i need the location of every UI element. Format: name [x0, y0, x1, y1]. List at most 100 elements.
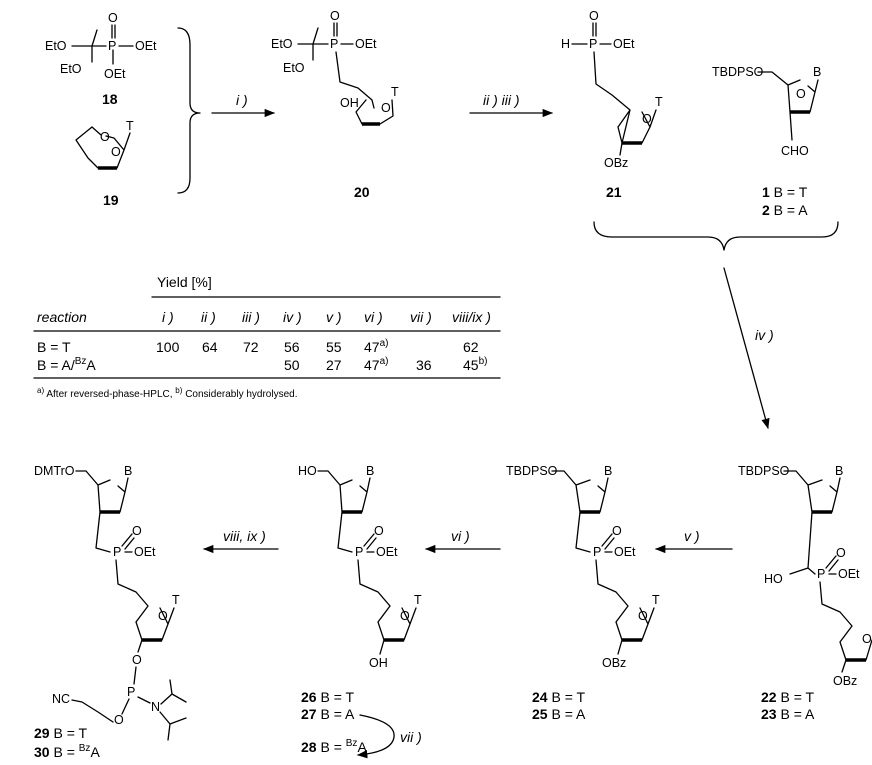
reaction-arrow [723, 267, 770, 430]
atom-eto: EtO [45, 39, 67, 53]
atom-oet: OEt [376, 545, 398, 559]
compound-label: 27 B = A [301, 706, 355, 722]
atom-b: B [366, 464, 374, 478]
compound-number: 21 [606, 184, 622, 200]
table-header-cell: reaction [37, 309, 87, 325]
atom-p: P [113, 545, 121, 559]
atom-oet: OEt [355, 37, 377, 51]
reaction-arrow [356, 714, 395, 759]
atom-b: B [604, 464, 612, 478]
atom-oet: OEt [104, 67, 126, 81]
compound-label: 22 B = T [761, 689, 815, 705]
table-cell: 72 [243, 339, 259, 355]
atom-o: O [589, 9, 599, 23]
reagent-label: iv ) [755, 327, 774, 343]
compound-label: 28 B = BzA [301, 738, 367, 755]
atom-t: T [126, 119, 134, 133]
atom-oet: OEt [614, 545, 636, 559]
atom-o: O [114, 713, 124, 727]
table-header-cell: ii ) [201, 309, 216, 325]
atom-nc: NC [52, 692, 70, 706]
atom-h: H [561, 37, 570, 51]
atom-o: O [111, 145, 121, 159]
atom-obz: OBz [604, 156, 628, 170]
atom-o: O [132, 524, 142, 538]
atom-obz: OBz [833, 674, 857, 688]
table-cell: 64 [202, 339, 218, 355]
atom-b: B [835, 464, 843, 478]
compound-19-structure: O O T [75, 119, 134, 170]
compound-26-27-structure: HO B P O OEt O T OH [298, 464, 422, 670]
compound-label: 1 B = T [762, 184, 808, 200]
table-header-cell: i ) [162, 309, 174, 325]
atom-eto: EtO [271, 37, 293, 51]
reagent-label: v ) [684, 528, 700, 544]
compound-22-23-structure: TBDPSO B HO P O OEt O OBz [738, 464, 872, 688]
atom-t: T [172, 593, 180, 607]
reagent-label: vii ) [400, 729, 422, 745]
atom-o: O [330, 9, 340, 23]
atom-o: O [612, 524, 622, 538]
compound-20-structure: EtO EtO P O OEt OH O T [271, 9, 399, 126]
compound-label: 24 B = T [532, 689, 586, 705]
compound-label: 23 B = A [761, 706, 815, 722]
table-cell: 47a) [364, 356, 388, 373]
atom-oh: OH [340, 96, 359, 110]
atom-n: N [151, 700, 160, 714]
atom-o: O [638, 609, 648, 623]
compound-label: 30 B = BzA [34, 743, 100, 760]
reagent-label: ii ) iii ) [483, 92, 520, 108]
table-cell: 56 [284, 339, 300, 355]
atom-t: T [652, 593, 660, 607]
atom-o: O [100, 130, 110, 144]
atom-o: O [132, 653, 142, 667]
compound-label: 26 B = T [301, 689, 355, 705]
compound-number: 18 [102, 91, 118, 107]
table-cell: 55 [326, 339, 342, 355]
atom-tbdpso: TBDPSO [738, 464, 790, 478]
table-header-cell: vi ) [364, 309, 383, 325]
atom-o: O [642, 112, 652, 126]
yield-table: Yield [%] reaction i ) ii ) iii ) iv ) v… [33, 274, 501, 400]
atom-o: O [108, 11, 118, 25]
table-cell: 47a) [364, 338, 388, 355]
atom-oet: OEt [135, 39, 157, 53]
table-cell: 45b) [463, 356, 487, 373]
atom-o: O [381, 101, 391, 115]
atom-o: O [862, 632, 872, 646]
atom-b: B [124, 464, 132, 478]
compound-label: 25 B = A [532, 706, 586, 722]
reagent-label: viii, ix ) [223, 528, 266, 544]
compound-29-30-structure: DMTrO B P O OEt O T O P N O NC [34, 464, 187, 741]
atom-p: P [817, 567, 825, 581]
atom-dmtro: DMTrO [34, 464, 75, 478]
table-cell: 27 [326, 357, 342, 373]
atom-tbdpso: TBDPSO [506, 464, 558, 478]
combining-brace [593, 221, 839, 251]
atom-p: P [593, 545, 601, 559]
atom-o: O [796, 87, 806, 101]
table-header-cell: iv ) [283, 309, 302, 325]
compound-number: 19 [103, 192, 119, 208]
atom-cho: CHO [781, 144, 809, 158]
table-header-cell: viii/ix ) [452, 309, 491, 325]
atom-t: T [414, 593, 422, 607]
table-header-cell: vii ) [410, 309, 432, 325]
atom-p: P [355, 545, 363, 559]
table-cell: 62 [463, 339, 479, 355]
table-header-cell: v ) [326, 309, 342, 325]
atom-ho: HO [764, 572, 783, 586]
compound-21-structure: H P O OEt O T OBz [561, 9, 663, 170]
compound-24-25-structure: TBDPSO B P O OEt O T OBz [506, 464, 660, 670]
atom-obz: OBz [602, 656, 626, 670]
atom-eto: EtO [283, 61, 305, 75]
table-footnote: a) After reversed-phase-HPLC, b) Conside… [37, 386, 297, 400]
atom-t: T [391, 85, 399, 99]
atom-oh: OH [369, 656, 388, 670]
reagent-label: i ) [236, 92, 248, 108]
compound-label: 29 B = T [34, 725, 88, 741]
atom-ho: HO [298, 464, 317, 478]
atom-o: O [158, 609, 168, 623]
atom-eto: EtO [60, 62, 82, 76]
